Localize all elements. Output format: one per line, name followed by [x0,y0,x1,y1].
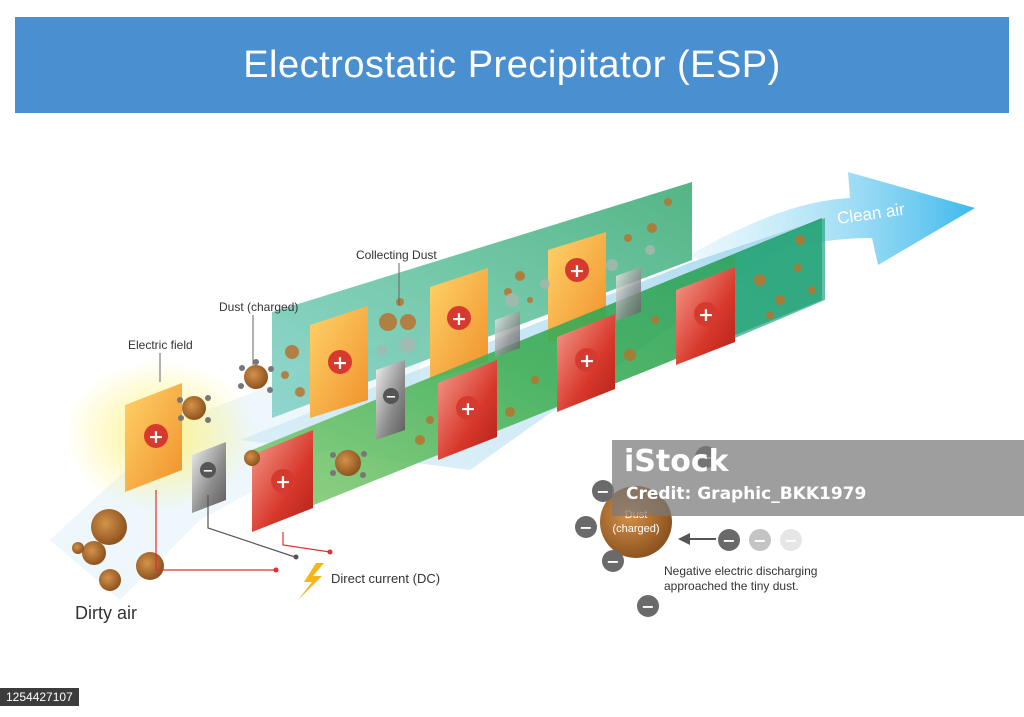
watermark-credit: Credit: Graphic_BKK1979 [626,484,867,504]
plus-sign-icons [144,258,718,493]
dirty-air-label: Dirty air [75,603,137,623]
minus-symbol: − [579,518,592,537]
plus-symbol: + [332,352,348,374]
collecting-dust-label: Collecting Dust [356,248,437,262]
collected-dust-particles [281,198,816,445]
grey-ion-particles [377,245,655,355]
plus-symbol: + [460,398,476,420]
minus-sign-icon [602,550,624,572]
minus-symbol: − [386,390,397,405]
minus-symbol: − [203,464,214,479]
plus-sign-icon [328,350,352,374]
minus-symbol: − [606,552,619,571]
plus-sign-icon [144,424,168,448]
panel-end-cap [735,218,825,338]
charged-dust-cluster [177,395,211,423]
minus-sign-icon [200,462,216,478]
plus-sign-icon [575,348,599,372]
dust-charged-label: Dust (charged) [219,300,298,314]
arrow-left-icon [678,533,716,545]
plus-sign-icon [565,258,589,282]
stock-id-badge: 1254427107 [0,688,79,706]
plus-sign-icon [447,306,471,330]
minus-sign-icons [200,388,399,478]
minus-sign-icon [749,529,771,551]
plus-sign-icon [271,469,295,493]
minus-symbol: − [722,531,735,550]
plus-symbol: + [569,260,585,282]
direct-current-label: Direct current (DC) [331,571,440,586]
watermark-logo: iStock [624,444,729,479]
electric-field-label: Electric field [128,338,193,352]
negative-plate [616,267,641,321]
inset-note-line-2: approached the tiny dust. [664,579,799,593]
minus-sign-icon [575,516,597,538]
plus-symbol: + [148,426,164,448]
inset-note-line-1: Negative electric discharging [664,564,817,578]
inset-dust-label-charged: (charged) [612,523,659,535]
page-title: Electrostatic Precipitator (ESP) [243,43,781,86]
plus-symbol: + [579,350,595,372]
plus-symbol: + [451,308,467,330]
plus-symbol: + [698,304,714,326]
minus-sign-icon [592,480,614,502]
charged-dust-cluster [238,359,274,393]
minus-sign-icon [383,388,399,404]
plus-symbol: + [275,471,291,493]
charged-dust-cluster [330,450,367,478]
watermark-bar [612,440,1024,516]
charged-dust-cluster [244,450,260,466]
lightning-bolt-icon [298,563,324,600]
plus-sign-icon [694,302,718,326]
minus-sign-icon [780,529,802,551]
minus-sign-icon [718,529,740,551]
dc-wires [155,490,331,571]
minus-symbol: − [784,531,797,550]
plus-sign-icon [456,396,480,420]
minus-symbol: − [641,597,654,616]
minus-symbol: − [753,531,766,550]
label-leaders [159,263,400,382]
title-banner: Electrostatic Precipitator (ESP) [15,17,1009,113]
negative-plate [495,311,520,357]
minus-symbol: − [596,482,609,501]
dirty-air-dust [72,509,164,591]
minus-sign-icon [637,595,659,617]
